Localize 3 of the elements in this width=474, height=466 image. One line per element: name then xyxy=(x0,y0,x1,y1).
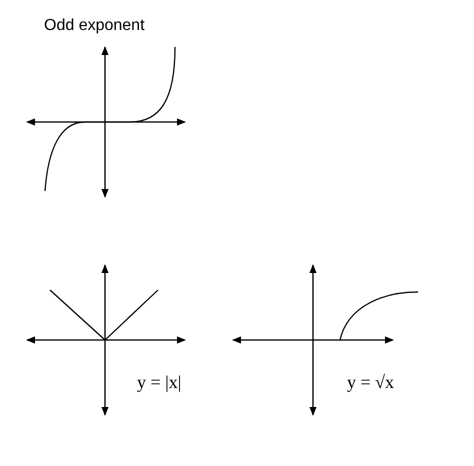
equation-label: y = |x| xyxy=(137,372,182,393)
graph-title: Odd exponent xyxy=(44,17,145,35)
equation-label: y = √x xyxy=(347,372,394,393)
